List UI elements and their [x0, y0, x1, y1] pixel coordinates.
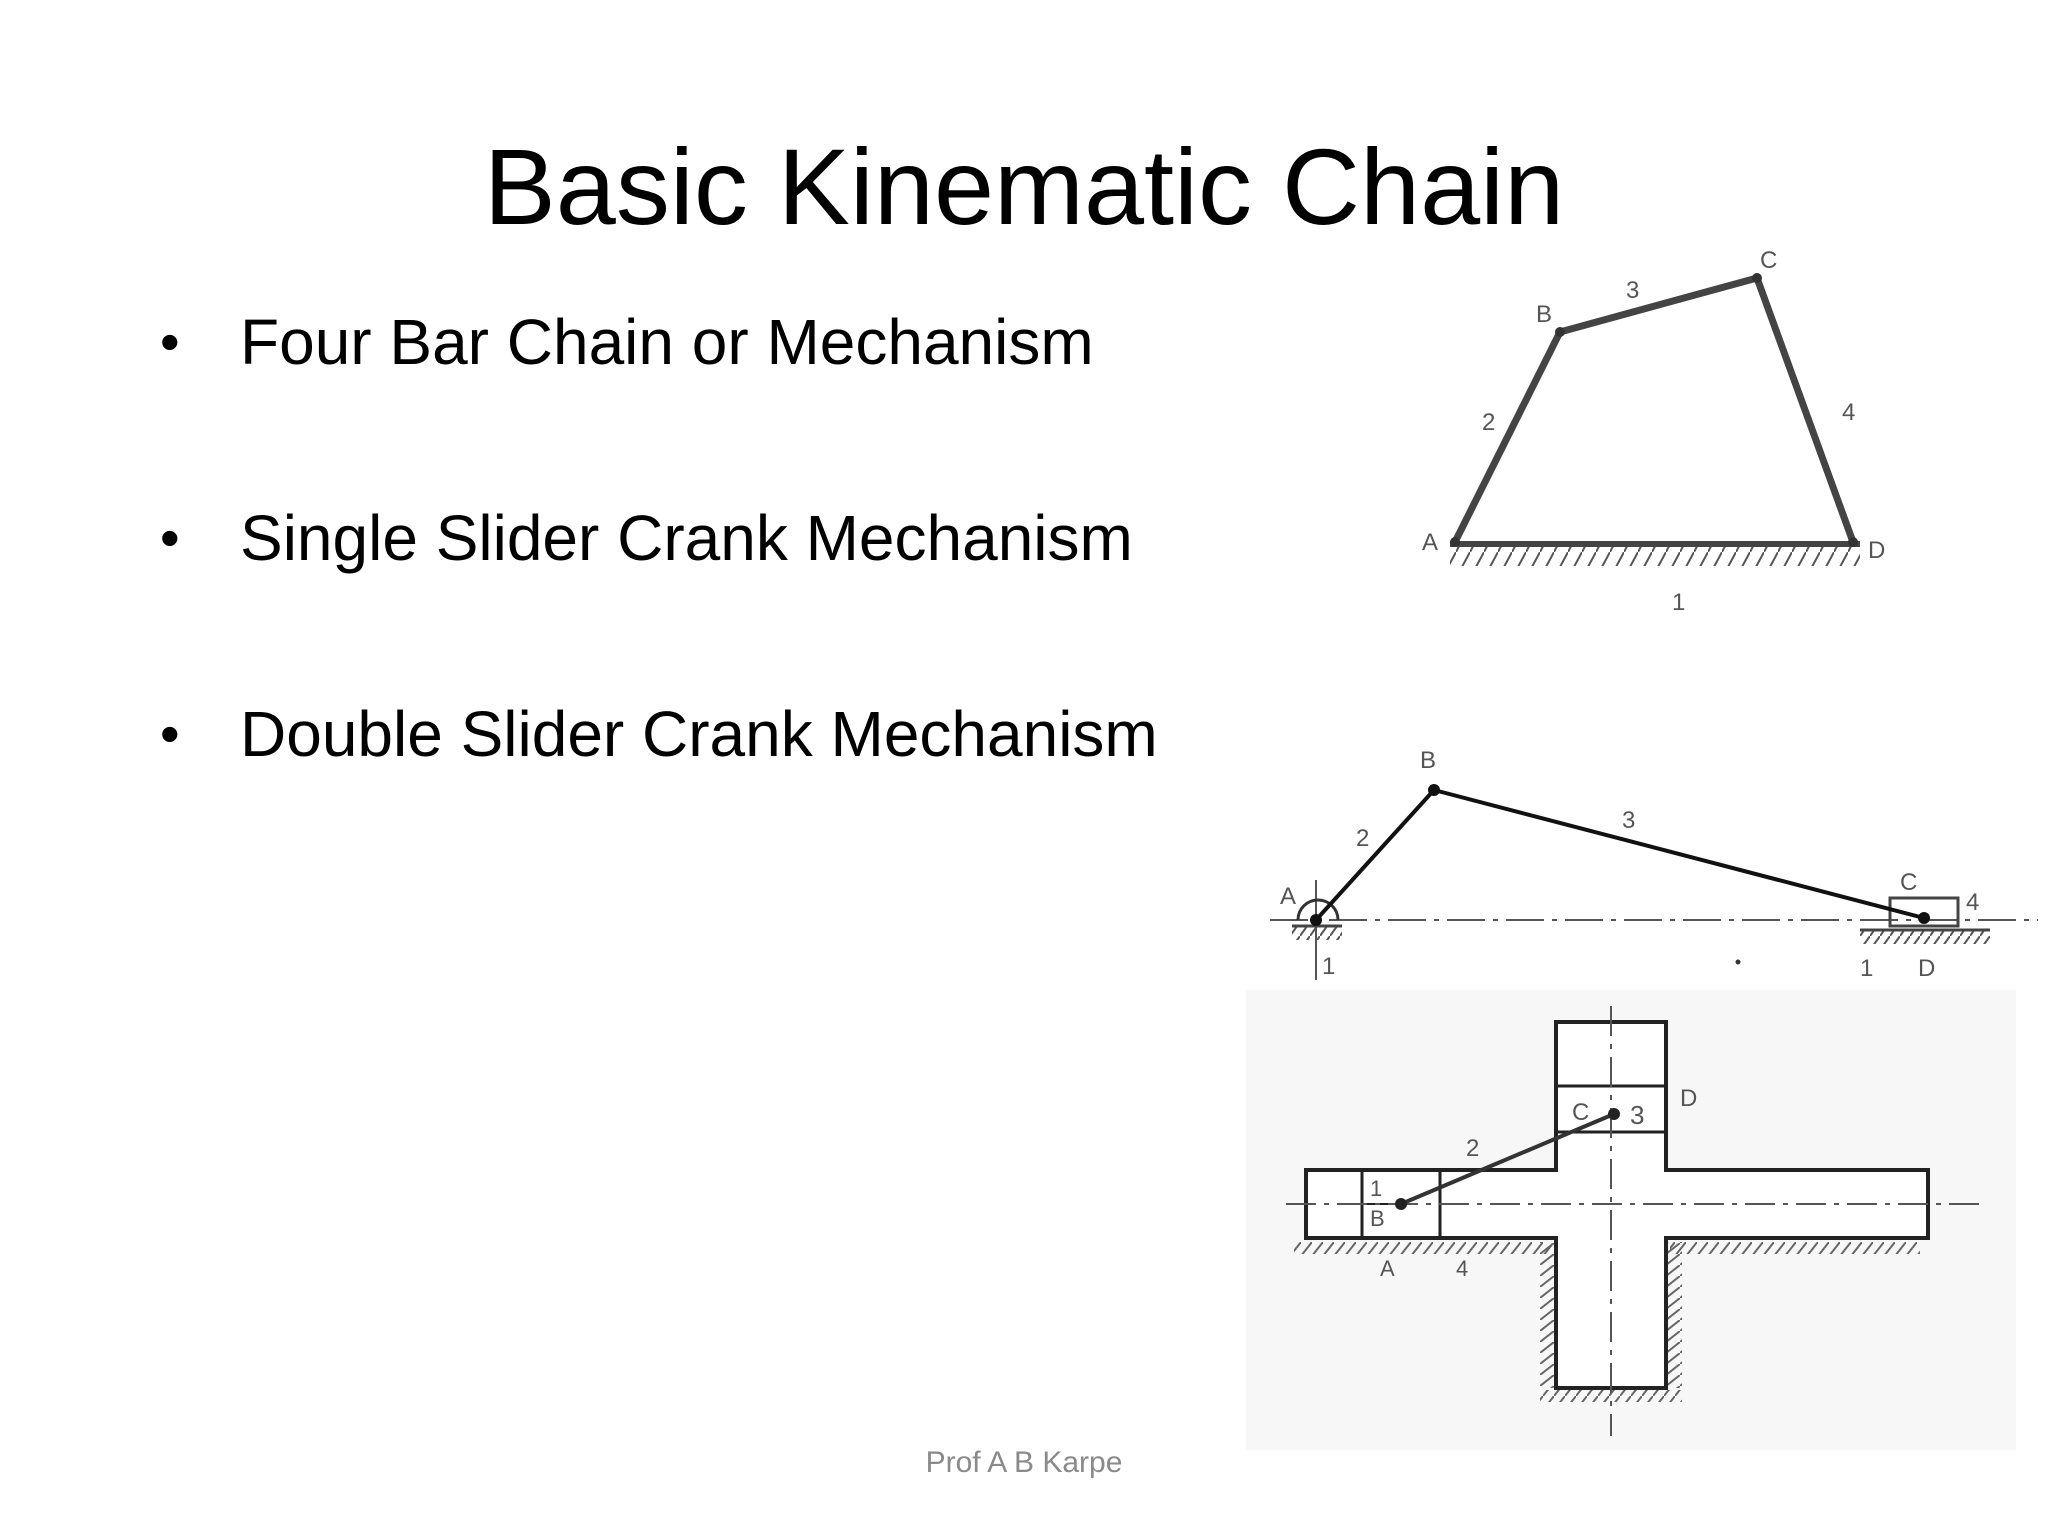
joint-b — [1555, 327, 1565, 337]
label-link-2: 2 — [1482, 409, 1495, 436]
pivot-ground-hatch — [1292, 926, 1342, 940]
bullet-item: • Four Bar Chain or Mechanism — [160, 300, 1240, 384]
label-link-1: 1 — [1322, 953, 1335, 980]
four-bar-links — [1451, 274, 1857, 544]
label-c: C — [1760, 247, 1777, 274]
bullet-item: • Double Slider Crank Mechanism — [160, 692, 1240, 776]
double-slider-crank-diagram: C 3 D 2 1 B A 4 — [1246, 990, 2016, 1450]
bullet-text: Single Slider Crank Mechanism — [240, 502, 1133, 574]
label-link-3: 3 — [1626, 277, 1639, 304]
label-link-4: 4 — [1842, 399, 1855, 426]
joint-a — [1310, 914, 1322, 926]
label-a: A — [1380, 1256, 1395, 1281]
label-c: C — [1572, 1099, 1589, 1126]
bullet-list: • Four Bar Chain or Mechanism • Single Sli… — [160, 300, 1240, 888]
bullet-dot: • — [160, 310, 180, 373]
label-link-4: 4 — [1966, 889, 1979, 916]
joint-c — [1752, 273, 1762, 283]
single-slider-crank-diagram: A B C D 1 1 2 3 4 — [1270, 747, 2038, 982]
ground-hatch-vr — [1668, 1242, 1682, 1388]
footer-author: Prof A B Karpe — [925, 1446, 1123, 1479]
ground-hatch-bottom — [1540, 1390, 1682, 1402]
label-d: D — [1918, 955, 1935, 982]
label-c: C — [1900, 869, 1917, 896]
slide-title: Basic Kinematic Chain — [483, 126, 1565, 247]
speck — [1735, 959, 1741, 965]
bullet-item: • Single Slider Crank Mechanism — [160, 496, 1240, 580]
joint-b — [1395, 1198, 1407, 1210]
label-b: B — [1536, 301, 1552, 328]
slider-block — [1888, 896, 1960, 928]
ground-hatch — [1450, 544, 1860, 566]
four-bar-diagram: A B C D 1 2 3 4 — [1422, 247, 1885, 616]
crank-rod-links — [1314, 788, 1925, 922]
connecting-link — [1400, 1112, 1615, 1206]
label-link-1: 1 — [1672, 589, 1685, 616]
bullet-dot: • — [160, 506, 180, 569]
label-link-2: 2 — [1356, 825, 1369, 852]
joint-d — [1848, 537, 1858, 547]
label-b: B — [1370, 1206, 1385, 1231]
label-link-3: 3 — [1622, 807, 1635, 834]
label-link-1: 1 — [1370, 1176, 1382, 1201]
bullet-text: Four Bar Chain or Mechanism — [240, 306, 1094, 378]
label-d: D — [1868, 537, 1885, 564]
label-b: B — [1420, 747, 1436, 774]
bullet-text: Double Slider Crank Mechanism — [240, 698, 1158, 770]
pivot-bearing — [1296, 898, 1340, 921]
label-a: A — [1422, 529, 1438, 556]
bullet-dot: • — [160, 702, 180, 765]
label-link-4: 4 — [1456, 1256, 1468, 1281]
ground-hatch-left — [1294, 1242, 1552, 1254]
label-d: D — [1680, 1085, 1697, 1112]
label-link-1: 1 — [1860, 955, 1873, 982]
joint-b — [1428, 784, 1440, 796]
label-link-2: 2 — [1466, 1135, 1479, 1162]
label-link-3: 3 — [1630, 1100, 1644, 1130]
slider-ground-hatch — [1860, 930, 1990, 944]
ground-hatch-vl — [1540, 1242, 1554, 1388]
ground-hatch-right — [1670, 1242, 1920, 1254]
label-a: A — [1280, 883, 1296, 910]
joint-a — [1450, 537, 1460, 547]
joint-c — [1918, 912, 1930, 924]
joint-c — [1608, 1108, 1620, 1120]
